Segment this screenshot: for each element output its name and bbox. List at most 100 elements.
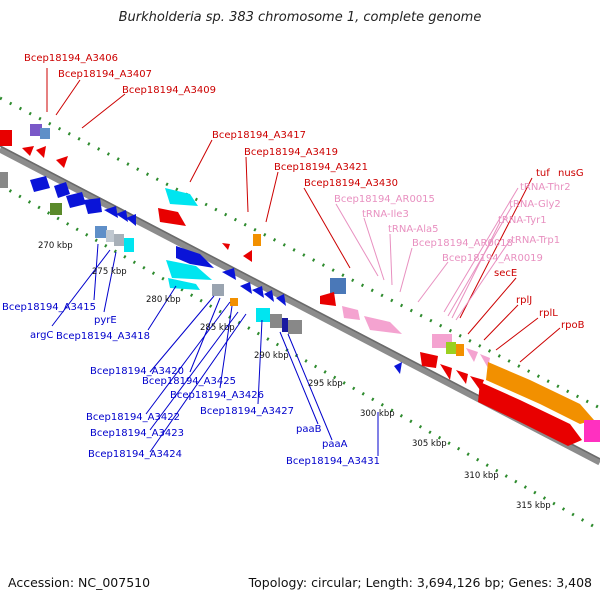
gene-block <box>584 420 600 442</box>
gene-arrow <box>176 246 214 268</box>
rna-label: Bcep18194_AR0018 <box>412 238 513 249</box>
rna-connectors <box>335 187 519 321</box>
kbp-label: 275 kbp <box>92 267 127 277</box>
gene-arrow <box>456 370 468 384</box>
gene-block <box>212 284 224 296</box>
gene-label: Bcep18194_A3425 <box>142 376 236 387</box>
gene-arrow <box>480 354 490 368</box>
bottom-connectors <box>51 243 379 456</box>
top-connectors <box>46 68 561 363</box>
gene-label: Bcep18194_A3407 <box>58 69 152 80</box>
gene-arrow <box>240 282 252 294</box>
gene-arrow <box>168 278 200 290</box>
forward-genes <box>0 124 600 446</box>
rna-label: tRNA-Tyr1 <box>498 215 547 226</box>
tick-track-upper <box>0 96 600 410</box>
gene-arrow <box>126 214 136 226</box>
gene-arrow <box>320 292 336 306</box>
gene-label: Bcep18194_A3430 <box>304 178 398 189</box>
gene-block <box>253 234 261 246</box>
top-gene-labels: Bcep18194_A3406 Bcep18194_A3407 Bcep1819… <box>24 53 585 331</box>
rna-label: tRNA-Thr2 <box>520 182 571 193</box>
kbp-label: 300 kbp <box>360 409 395 419</box>
gene-block <box>330 278 346 294</box>
rna-label: tRNA-Trp1 <box>511 235 560 246</box>
kbp-label: 290 kbp <box>254 351 289 361</box>
gene-label: Bcep18194_A3415 <box>2 302 96 313</box>
gene-block <box>230 298 238 306</box>
gene-arrow <box>22 146 34 156</box>
map-title: Burkholderia sp. 383 chromosome 1, compl… <box>118 10 482 25</box>
gene-arrow <box>466 348 478 362</box>
rna-label: tRNA-Gly2 <box>509 199 561 210</box>
gene-arrow <box>486 362 594 424</box>
kbp-label: 315 kbp <box>516 501 551 511</box>
gene-arrow <box>165 188 198 206</box>
gene-label: Bcep18194_A3419 <box>244 147 338 158</box>
gene-arrow <box>158 208 186 226</box>
gene-block <box>0 172 8 188</box>
gene-arrow <box>166 260 212 280</box>
kbp-label: 280 kbp <box>146 295 181 305</box>
gene-label: Bcep18194_A3431 <box>286 456 380 467</box>
gene-block <box>0 130 12 146</box>
kbp-label: 270 kbp <box>38 241 73 251</box>
gene-label: Bcep18194_A3406 <box>24 53 118 64</box>
gene-label: Bcep18194_A3417 <box>212 130 306 141</box>
gene-label: Bcep18194_A3427 <box>200 406 294 417</box>
gene-arrow <box>364 316 402 334</box>
gene-block <box>114 234 124 246</box>
gene-arrow <box>222 268 236 280</box>
gene-label: Bcep18194_A3418 <box>56 331 150 342</box>
gene-label: paaA <box>322 439 348 450</box>
gene-arrow <box>66 192 86 208</box>
gene-arrow <box>56 156 68 168</box>
rna-label: Bcep18194_AR0019 <box>442 253 543 264</box>
gene-arrow <box>243 250 252 262</box>
gene-label: Bcep18194_A3420 <box>90 366 184 377</box>
gene-block <box>256 308 270 322</box>
gene-arrow <box>30 176 50 192</box>
gene-block <box>50 203 62 215</box>
gene-label: Bcep18194_A3409 <box>122 85 216 96</box>
gene-arrow <box>222 243 230 250</box>
genome-summary-text: Topology: circular; Length: 3,694,126 bp… <box>248 575 592 590</box>
kbp-label: 295 kbp <box>308 379 343 389</box>
gene-block <box>282 318 288 332</box>
gene-block <box>124 238 134 252</box>
bottom-gene-labels: Bcep18194_A3415 argC pyrE Bcep18194_A341… <box>2 302 380 467</box>
gene-block <box>446 342 456 354</box>
kbp-label: 310 kbp <box>464 471 499 481</box>
gene-block <box>270 314 282 328</box>
gene-label: Bcep18194_A3426 <box>170 390 264 401</box>
gene-label: Bcep18194_A3423 <box>90 428 184 439</box>
gene-label: nusG <box>558 168 584 179</box>
gene-label: Bcep18194_A3421 <box>274 162 368 173</box>
rna-labels: Bcep18194_AR0015 tRNA-Ile3 tRNA-Ala5 Bce… <box>334 182 571 264</box>
gene-block <box>30 124 42 136</box>
rna-label: tRNA-Ile3 <box>362 209 409 220</box>
gene-label: Bcep18194_A3422 <box>86 412 180 423</box>
gene-arrow <box>36 146 46 158</box>
gene-block <box>106 230 114 242</box>
gene-arrow <box>116 210 128 222</box>
gene-arrow <box>420 352 438 368</box>
gene-arrow <box>264 290 274 302</box>
gene-label: rplL <box>539 308 558 319</box>
gene-arrow <box>342 306 360 320</box>
gene-arrow <box>276 294 286 306</box>
gene-arrow <box>440 364 452 380</box>
kbp-label: 285 kbp <box>200 323 235 333</box>
gene-arrow <box>54 182 70 198</box>
gene-label: argC <box>30 330 53 341</box>
accession-text: Accession: NC_007510 <box>8 575 151 590</box>
gene-arrow <box>84 198 102 214</box>
gene-arrow <box>252 286 264 298</box>
tick-track-lower <box>0 183 600 532</box>
gene-block <box>456 344 464 356</box>
rna-label: Bcep18194_AR0015 <box>334 194 435 205</box>
gene-label: Bcep18194_A3424 <box>88 449 182 460</box>
gene-label: rpoB <box>561 320 585 331</box>
kbp-label: 305 kbp <box>412 439 447 449</box>
gene-label: pyrE <box>94 315 117 326</box>
